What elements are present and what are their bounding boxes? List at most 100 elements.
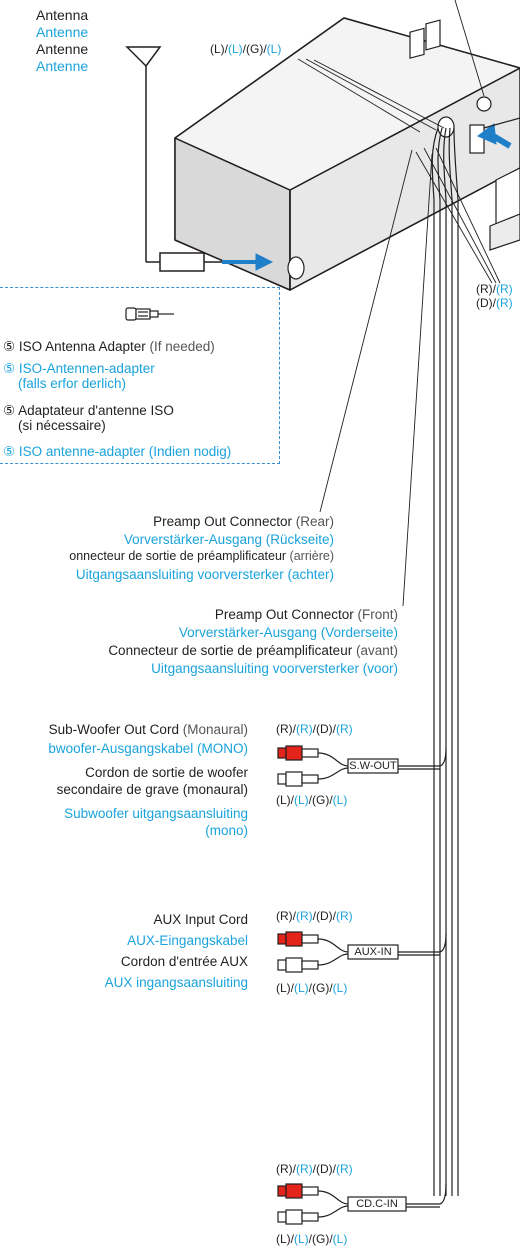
sw-bot-code-c: /(G)/ — [308, 793, 333, 807]
antenna-label-fr: Antenne — [36, 41, 89, 57]
iso-adapter-icon — [125, 307, 174, 321]
code-r-de: (R) — [496, 282, 513, 296]
adapter-number-nl: ⑤ — [3, 444, 16, 459]
subwoofer-fr-1: Cordon de sortie de woofer — [85, 765, 248, 780]
subwoofer-title-en: Sub-Woofer Out Cord — [48, 722, 179, 737]
adapter-title-nl: ⑤ ISO antenne-adapter (Indien nodig) — [3, 444, 231, 459]
preamp-rear-fr: onnecteur de sortie de préamplificateur … — [69, 549, 334, 564]
leader-lines — [297, 0, 501, 607]
sw-bottom-codes: (L)/(L)/(G)/(L) — [276, 793, 347, 808]
adapter-name-nl: ISO antenne-adapter — [18, 444, 145, 459]
aux-top-codes: (R)/(R)/(D)/(R) — [276, 909, 353, 924]
adapter-note-nl: (Indien nodig) — [148, 444, 232, 459]
iso-adapter-callout — [0, 287, 280, 464]
aux-bot-code-a: (L)/ — [276, 981, 294, 995]
sw-bot-code-d: (L) — [332, 793, 348, 807]
aux-in-plugs — [277, 931, 447, 973]
subwoofer-en: Sub-Woofer Out Cord (Monaural) — [49, 722, 248, 737]
code-l-de: (L) — [228, 42, 243, 56]
adapter-number-de: ⑤ — [3, 361, 16, 376]
cdc-top-codes: (R)/(R)/(D)/(R) — [276, 1162, 353, 1177]
sw-out-plugs — [277, 745, 447, 787]
subwoofer-fr-2: secondaire de grave (monaural) — [56, 782, 248, 797]
sw-bot-code-b: (L) — [294, 793, 309, 807]
insert-arrows — [222, 123, 512, 271]
preamp-front-en: Preamp Out Connector (Front) — [215, 607, 398, 622]
head-unit — [174, 17, 520, 291]
aux-bot-code-d: (L) — [332, 981, 348, 995]
preamp-front-title-en: Preamp Out Connector — [214, 607, 354, 622]
cdc-bottom-codes: (L)/(L)/(G)/(L) — [276, 1232, 347, 1247]
aux-en: AUX Input Cord — [153, 912, 248, 927]
sw-bot-code-a: (L)/ — [276, 793, 294, 807]
code-d-fr: (D)/ — [476, 296, 496, 310]
left-channel-codes: (L)/(L)/(G)/(L) — [210, 42, 281, 57]
cdc-bot-code-a: (L)/ — [276, 1232, 294, 1246]
adapter-note-en: (If needed) — [149, 339, 215, 354]
preamp-rear-title-en: Preamp Out Connector — [153, 514, 292, 529]
preamp-front-de: Vorverstärker-Ausgang (Vorderseite) — [178, 625, 398, 640]
cdc-bot-code-d: (L) — [332, 1232, 348, 1246]
adapter-name-en: ISO Antenna Adapter — [18, 339, 146, 354]
adapter-name-de: ISO-Antennen-adapter — [18, 361, 155, 376]
cdc-bot-code-b: (L) — [294, 1232, 309, 1246]
preamp-rear-nl: Uitgangsaansluiting voorversterker (acht… — [76, 567, 334, 582]
cable-bundle — [431, 127, 459, 1196]
code-r-en: (R)/ — [476, 282, 496, 296]
preamp-rear-note-nl: (achter) — [287, 567, 334, 582]
cdc-top-code-d: (R) — [336, 1162, 353, 1176]
preamp-front-nl: Uitgangsaansluiting voorversterker (voor… — [151, 661, 398, 676]
code-r-nl: (R) — [496, 296, 513, 310]
aux-nl: AUX ingangsaansluiting — [104, 975, 248, 990]
antenna-label-nl: Antenne — [36, 58, 89, 74]
preamp-front-note-fr: (avant) — [355, 643, 398, 658]
aux-fr: Cordon d'entrée AUX — [120, 954, 248, 969]
aux-top-code-c: /(D)/ — [312, 909, 336, 923]
preamp-rear-de: Vorverstärker-Ausgang (Rückseite) — [123, 532, 334, 547]
preamp-front-note-nl: (voor) — [362, 661, 398, 676]
preamp-front-title-fr: Connecteur de sortie de préamplificateur — [108, 643, 353, 658]
cdc-bot-code-c: /(G)/ — [308, 1232, 333, 1246]
antenna-label-en: Antenna — [36, 7, 89, 23]
preamp-rear-en: Preamp Out Connector (Rear) — [153, 514, 334, 529]
adapter-note-de: (falls erfor derlich) — [18, 376, 127, 391]
code-l-nl: (L) — [266, 42, 282, 56]
adapter-number-fr: ⑤ — [3, 403, 16, 418]
subwoofer-note-en: (Monaural) — [182, 722, 248, 737]
cdc-top-code-b: (R) — [296, 1162, 313, 1176]
cdc-top-code-c: /(D)/ — [312, 1162, 336, 1176]
aux-top-code-b: (R) — [296, 909, 313, 923]
subwoofer-nl-2: (mono) — [205, 823, 248, 838]
sw-top-code-a: (R)/ — [276, 722, 296, 736]
adapter-title-en: ⑤ ISO Antenna Adapter (If needed) — [3, 339, 215, 354]
sw-top-code-b: (R) — [296, 722, 313, 736]
adapter-number: ⑤ — [3, 339, 16, 354]
antenna-graphic — [125, 46, 222, 272]
preamp-rear-note-en: (Rear) — [295, 514, 334, 529]
aux-bottom-codes: (L)/(L)/(G)/(L) — [276, 981, 347, 996]
right-channel-codes-2: (D)/(R) — [476, 296, 513, 311]
aux-top-code-a: (R)/ — [276, 909, 296, 923]
cdc-top-code-a: (R)/ — [276, 1162, 296, 1176]
cdc-in-label: CD.C-IN — [356, 1198, 398, 1210]
aux-de: AUX-Eingangskabel — [127, 933, 248, 948]
right-channel-codes-1: (R)/(R) — [476, 282, 513, 297]
sw-top-code-d: (R) — [336, 722, 353, 736]
iso-connector-graphic — [483, 117, 520, 251]
subwoofer-nl-1: Subwoofer uitgangsaansluiting — [64, 806, 248, 821]
aux-top-code-d: (R) — [336, 909, 353, 923]
subwoofer-de: bwoofer-Ausgangskabel (MONO) — [48, 741, 248, 756]
adapter-name-fr: Adaptateur d'antenne ISO — [18, 403, 174, 418]
preamp-front-note-en: (Front) — [357, 607, 399, 622]
aux-in-label: AUX-IN — [354, 946, 392, 958]
aux-bot-code-c: /(G)/ — [308, 981, 333, 995]
code-l-en: (L)/ — [210, 42, 228, 56]
cdc-in-plugs — [277, 1183, 447, 1225]
preamp-rear-title-fr: onnecteur de sortie de préamplificateur — [69, 549, 287, 563]
preamp-front-fr: Connecteur de sortie de préamplificateur… — [108, 643, 398, 658]
code-g-fr: /(G)/ — [242, 42, 267, 56]
preamp-front-title-nl: Uitgangsaansluiting voorversterker — [151, 661, 359, 676]
preamp-rear-note-fr: (arrière) — [289, 549, 334, 563]
sw-out-label: S.W-OUT — [349, 760, 397, 772]
adapter-title-de: ⑤ ISO-Antennen-adapter — [3, 361, 155, 376]
